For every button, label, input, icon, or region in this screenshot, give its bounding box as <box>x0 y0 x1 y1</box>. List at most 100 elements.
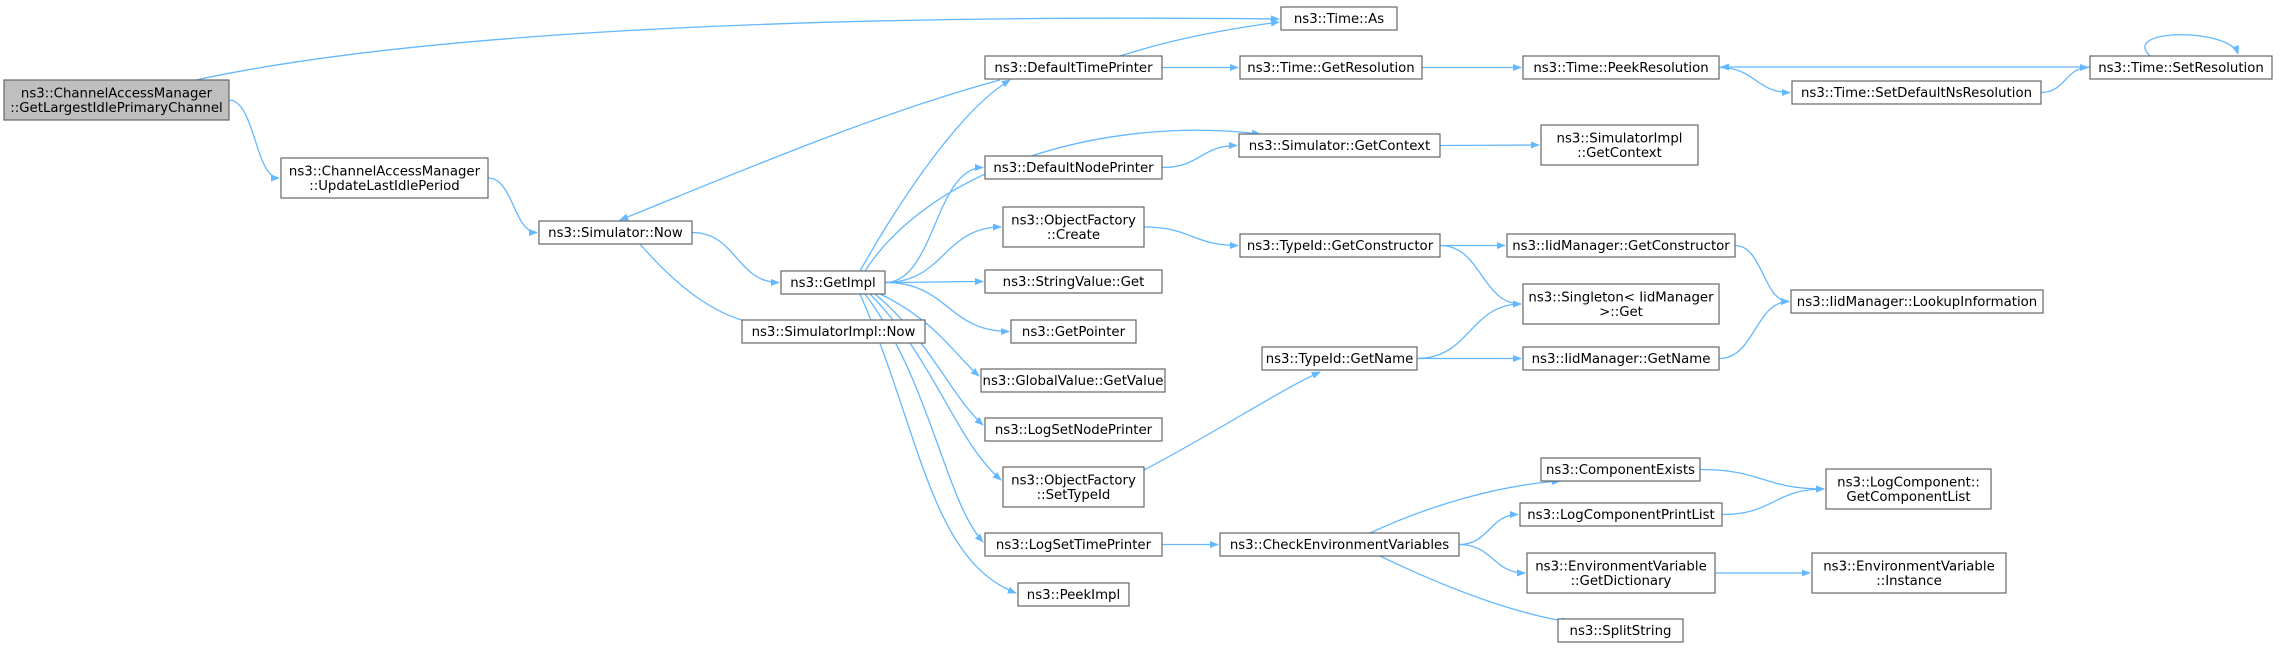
node-logsettimeprinter[interactable]: ns3::LogSetTimePrinter <box>984 532 1163 557</box>
node-typeid-getconstructor[interactable]: ns3::TypeId::GetConstructor <box>1239 233 1441 258</box>
node-of-settypeid[interactable]: ns3::ObjectFactory::SetTypeId <box>1002 466 1145 508</box>
edge-default_node_printer-to-sim_getcontext <box>1161 141 1238 169</box>
node-time-as[interactable]: ns3::Time::As <box>1280 6 1398 31</box>
node-singleton-get[interactable]: ns3::Singleton< IidManager >::Get <box>1522 283 1720 325</box>
node-box <box>1506 233 1736 258</box>
node-box <box>1002 466 1145 508</box>
edge-of_settypeid-to-typeid_getname <box>1143 371 1321 471</box>
node-componentexists[interactable]: ns3::ComponentExists <box>1540 457 1701 482</box>
node-label: ::Instance <box>1876 574 1942 589</box>
edge-default_time_printer-to-sim_now <box>619 79 1001 221</box>
node-box <box>1239 233 1441 258</box>
node-getimpl[interactable]: ns3::GetImpl <box>780 270 886 295</box>
node-box <box>2089 55 2273 80</box>
node-label: ns3::LogComponentPrintList <box>1527 508 1715 523</box>
edge-getimpl-to-peekimpl <box>859 293 1017 594</box>
node-label: ns3::LogComponent:: <box>1837 475 1980 490</box>
node-label: ::GetLargestIdlePrimaryChannel <box>10 101 222 116</box>
node-cam-update[interactable]: ns3::ChannelAccessManager::UpdateLastIdl… <box>280 157 489 199</box>
node-box <box>1519 502 1723 527</box>
node-label: ::UpdateLastIdlePeriod <box>309 179 460 194</box>
node-box <box>1522 55 1720 80</box>
node-label: ns3::IidManager::GetName <box>1532 352 1711 367</box>
edge-time_peekres-to-time_setdefault <box>1718 66 1791 97</box>
node-label: ns3::ComponentExists <box>1546 463 1695 478</box>
node-typeid-getname[interactable]: ns3::TypeId::GetName <box>1261 346 1418 371</box>
node-box <box>984 155 1163 180</box>
node-label: ns3::StringValue::Get <box>1003 275 1145 290</box>
node-label: ::Create <box>1047 228 1100 243</box>
node-label: GetComponentList <box>1846 490 1970 505</box>
node-label: ns3::Time::SetDefaultNsResolution <box>1801 86 2032 101</box>
node-time-setres[interactable]: ns3::Time::SetResolution <box>2089 55 2273 80</box>
node-box <box>1280 6 1398 31</box>
node-splitstring[interactable]: ns3::SplitString <box>1557 618 1684 643</box>
node-label: ns3::IidManager::LookupInformation <box>1797 295 2037 310</box>
node-time-getres[interactable]: ns3::Time::GetResolution <box>1239 55 1423 80</box>
node-label: ns3::LogSetTimePrinter <box>996 538 1152 553</box>
node-box <box>1017 582 1130 607</box>
node-box <box>1239 55 1423 80</box>
node-envvar-getdict[interactable]: ns3::EnvironmentVariable::GetDictionary <box>1526 552 1716 594</box>
node-label: ns3::ObjectFactory <box>1011 473 1136 488</box>
node-root[interactable]: ns3::ChannelAccessManager::GetLargestIdl… <box>3 79 230 121</box>
node-logcomponentprintlist[interactable]: ns3::LogComponentPrintList <box>1519 502 1723 527</box>
node-label: ns3::Time::GetResolution <box>1247 61 1414 76</box>
node-layer: ns3::ChannelAccessManager::GetLargestIdl… <box>3 6 2273 643</box>
edge-getimpl-to-sim_getcontext <box>864 129 1261 272</box>
node-default-node-printer[interactable]: ns3::DefaultNodePrinter <box>984 155 1163 180</box>
edge-logcomponentprintlist-to-logcomponent_getlist <box>1721 485 1825 516</box>
node-label: ns3::Simulator::Now <box>548 226 683 241</box>
edge-root-to-time_as <box>195 15 1280 81</box>
edge-getimpl-to-logsetnodeprinter <box>874 293 984 426</box>
edge-iid_getconstructor-to-iid_lookup <box>1734 244 1790 306</box>
node-logsetnodeprinter[interactable]: ns3::LogSetNodePrinter <box>984 417 1163 442</box>
edge-getimpl-to-globalvalue_getvalue <box>879 293 980 377</box>
node-stringvalue-get[interactable]: ns3::StringValue::Get <box>984 269 1163 294</box>
node-getpointer[interactable]: ns3::GetPointer <box>1010 319 1137 344</box>
node-time-peekres[interactable]: ns3::Time::PeekResolution <box>1522 55 1720 80</box>
node-logcomponent-getlist[interactable]: ns3::LogComponent::GetComponentList <box>1825 468 1992 510</box>
edge-getimpl-to-getpointer <box>884 281 1010 336</box>
node-box <box>984 55 1163 80</box>
edge-checkenvvars-to-logcomponentprintlist <box>1458 510 1519 546</box>
node-simimpl-getcontext[interactable]: ns3::SimulatorImpl::GetContext <box>1540 124 1699 166</box>
node-box <box>1790 289 2044 314</box>
node-label: ns3::SplitString <box>1570 624 1672 639</box>
node-label: ns3::CheckEnvironmentVariables <box>1230 538 1449 553</box>
node-box <box>1540 124 1699 166</box>
node-time-setdefault[interactable]: ns3::Time::SetDefaultNsResolution <box>1791 80 2042 105</box>
node-label: ns3::TypeId::GetName <box>1266 352 1414 367</box>
node-box <box>984 269 1163 294</box>
edge-time_setdefault-to-time_setres <box>2040 63 2089 94</box>
node-globalvalue-getvalue[interactable]: ns3::GlobalValue::GetValue <box>980 368 1166 393</box>
node-label: ns3::Time::SetResolution <box>2098 61 2264 76</box>
node-box <box>1540 457 1701 482</box>
node-peekimpl[interactable]: ns3::PeekImpl <box>1017 582 1130 607</box>
node-of-create[interactable]: ns3::ObjectFactory::Create <box>1002 206 1145 248</box>
node-box <box>780 270 886 295</box>
node-label: ns3::DefaultTimePrinter <box>994 61 1153 76</box>
node-iid-getname[interactable]: ns3::IidManager::GetName <box>1522 346 1720 371</box>
node-box <box>1261 346 1418 371</box>
node-simimpl-now[interactable]: ns3::SimulatorImpl::Now <box>741 319 926 344</box>
node-label: ns3::Singleton< IidManager <box>1528 290 1714 305</box>
node-iid-getconstructor[interactable]: ns3::IidManager::GetConstructor <box>1506 233 1736 258</box>
node-box <box>984 532 1163 557</box>
node-label: ns3::EnvironmentVariable <box>1535 559 1707 574</box>
node-sim-now[interactable]: ns3::Simulator::Now <box>538 220 693 245</box>
edge-checkenvvars-to-componentexists <box>1369 477 1561 534</box>
node-label: ns3::GetImpl <box>790 276 875 291</box>
node-label: ns3::GlobalValue::GetValue <box>983 374 1164 389</box>
node-checkenvvars[interactable]: ns3::CheckEnvironmentVariables <box>1219 532 1460 557</box>
edge-sim_now-to-simimpl_now <box>639 243 766 328</box>
node-iid-lookup[interactable]: ns3::IidManager::LookupInformation <box>1790 289 2044 314</box>
node-default-time-printer[interactable]: ns3::DefaultTimePrinter <box>984 55 1163 80</box>
node-label: ns3::SimulatorImpl::Now <box>752 325 916 340</box>
node-sim-getcontext[interactable]: ns3::Simulator::GetContext <box>1238 133 1441 158</box>
node-envvar-instance[interactable]: ns3::EnvironmentVariable::Instance <box>1811 552 2007 594</box>
node-label: ::SetTypeId <box>1037 488 1111 503</box>
edge-iid_getname-to-iid_lookup <box>1718 297 1790 360</box>
node-label: >::Get <box>1599 305 1643 320</box>
node-label: ns3::Simulator::GetContext <box>1249 139 1430 154</box>
